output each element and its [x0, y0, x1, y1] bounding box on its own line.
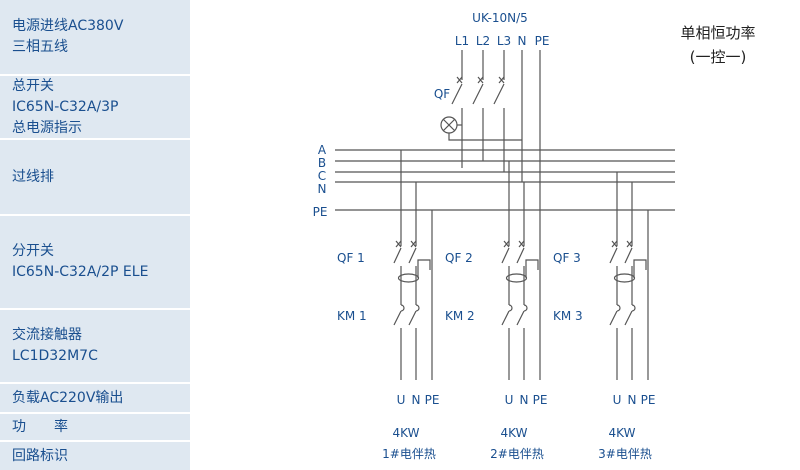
legend-text: IC65N-C32A/2P ELE — [12, 264, 149, 280]
branch-contactor-label: KM 2 — [445, 309, 475, 323]
legend-text: 交流接触器 — [12, 327, 82, 343]
legend-text: 总电源指示 — [12, 119, 82, 136]
incoming-model: UK-10N/5 — [472, 11, 528, 25]
branch-contactor-label: KM 1 — [337, 309, 367, 323]
branch-power: 4KW — [393, 426, 420, 440]
divider — [0, 214, 190, 216]
legend-contactor: 交流接触器 LC1D32M7C — [0, 310, 190, 382]
main-breaker-label: QF — [434, 87, 450, 101]
legend-text: 电源进线AC380V — [12, 18, 124, 34]
divider — [0, 308, 190, 310]
output-terminal-label: U — [613, 393, 622, 407]
legend-circuit-id: 回路标识 — [0, 442, 190, 470]
legend-text: 过线排 — [12, 168, 54, 185]
legend-text: 分开关 — [12, 243, 54, 259]
output-terminal-label: PE — [533, 393, 548, 407]
branch-breaker-label: QF 3 — [553, 251, 581, 265]
legend-load-output: 负载AC220V输出 — [0, 384, 190, 412]
divider — [0, 440, 190, 442]
branch-breaker-label: QF 2 — [445, 251, 473, 265]
output-terminal-label: N — [628, 393, 637, 407]
legend-text: IC65N-C32A/3P — [12, 98, 119, 115]
output-terminal-label: U — [397, 393, 406, 407]
bus-label: N — [318, 182, 327, 196]
terminal-label: L2 — [476, 34, 490, 48]
sidebar-legend: 电源进线AC380V 三相五线 总开关 IC65N-C32A/3P 总电源指示 … — [0, 0, 190, 470]
branch-power: 4KW — [501, 426, 528, 440]
branch-2 — [501, 161, 541, 380]
branch-circuit-id: 1#电伴热 — [382, 447, 436, 461]
vertical-divider — [190, 0, 193, 470]
legend-branch-switch: 分开关 IC65N-C32A/2P ELE — [0, 216, 190, 308]
output-terminal-label: PE — [425, 393, 440, 407]
legend-text: 总开关 — [12, 77, 54, 94]
divider — [0, 412, 190, 414]
output-terminal-label: PE — [641, 393, 656, 407]
legend-text: 负载AC220V输出 — [12, 389, 124, 406]
main-breaker-qf — [451, 76, 505, 172]
terminal-label: PE — [535, 34, 550, 48]
terminal-label: N — [518, 34, 527, 48]
bus-label: C — [318, 169, 326, 183]
output-terminal-label: N — [412, 393, 421, 407]
divider — [0, 382, 190, 384]
terminal-label: L1 — [455, 34, 469, 48]
incoming-wires — [461, 50, 541, 210]
branch-contactor-label: KM 3 — [553, 309, 583, 323]
legend-power-input: 电源进线AC380V 三相五线 — [0, 0, 190, 74]
branch-circuit-id: 2#电伴热 — [490, 447, 544, 461]
terminal-label: L3 — [497, 34, 511, 48]
bus-bars — [335, 149, 675, 211]
branch-power: 4KW — [609, 426, 636, 440]
legend-busbar: 过线排 — [0, 140, 190, 214]
diagram-title-line2: (一控一) — [690, 48, 747, 66]
branch-1 — [393, 150, 433, 380]
power-indicator-lamp — [440, 116, 522, 141]
legend-power: 功 率 — [0, 414, 190, 440]
branch-breaker-label: QF 1 — [337, 251, 365, 265]
legend-text: 回路标识 — [12, 447, 68, 464]
divider — [0, 74, 190, 76]
output-terminal-label: N — [520, 393, 529, 407]
legend-main-switch: 总开关 IC65N-C32A/3P 总电源指示 — [0, 76, 190, 138]
legend-text: LC1D32M7C — [12, 348, 98, 364]
bus-label: B — [318, 156, 326, 170]
diagram-title-line1: 单相恒功率 — [680, 24, 755, 42]
output-terminal-label: U — [505, 393, 514, 407]
branch-circuit-id: 3#电伴热 — [598, 447, 652, 461]
legend-text: 三相五线 — [12, 39, 68, 55]
wiring-diagram: 单相恒功率 (一控一) UK-10N/5 L1 L2 L3 N PE QF — [313, 11, 756, 461]
divider — [0, 138, 190, 140]
branch-3 — [609, 172, 649, 380]
legend-text: 功 率 — [12, 418, 68, 435]
bus-label: PE — [313, 205, 328, 219]
bus-label: A — [318, 143, 327, 157]
